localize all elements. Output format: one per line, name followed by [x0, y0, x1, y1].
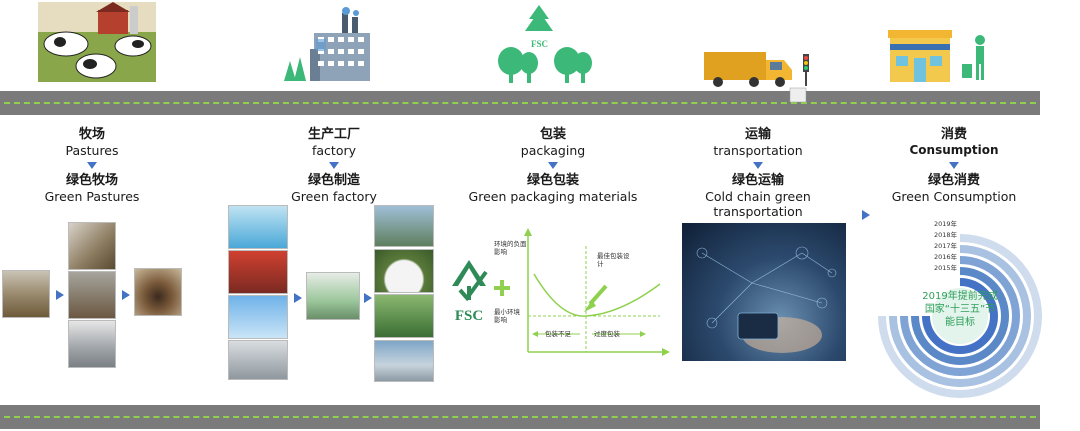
down-arrow	[87, 162, 97, 169]
ring-year-2019: 2019年	[934, 220, 958, 228]
truck-icon	[704, 52, 809, 103]
stage-consumption: 消费 Consumption 绿色消费 Green Consumption	[864, 127, 1044, 204]
ring-year-2018: 2018年	[934, 231, 958, 239]
shop-house-icon	[888, 30, 985, 82]
factory-photo-treatment	[374, 294, 434, 338]
stage-title-en: factory	[311, 143, 357, 158]
right-arrow	[122, 290, 130, 300]
bottom-road	[0, 405, 1040, 429]
stage-title-en: transportation	[713, 143, 803, 158]
down-arrow	[548, 162, 558, 169]
ring-year-labels: 2019年 2018年 2017年 2016年 2015年	[934, 220, 964, 275]
stage-green-en: Green packaging materials	[468, 189, 638, 204]
plus-icon	[494, 280, 510, 296]
ring-year-2016: 2016年	[934, 253, 958, 261]
stage-title-zh: 生产工厂	[307, 127, 360, 142]
factory-photo-boiler	[228, 250, 288, 294]
stage-title-zh: 牧场	[78, 127, 105, 142]
factory-photo-machine	[228, 340, 288, 380]
stage-pastures: 牧场 Pastures 绿色牧场 Green Pastures	[0, 127, 192, 204]
network-icons-overlay	[696, 246, 837, 353]
factory-photo-water	[228, 205, 288, 249]
factory-photo-plant	[374, 205, 434, 247]
stage-title-en: Consumption	[909, 143, 999, 157]
pasture-photo-field	[68, 271, 116, 319]
stage-green-en: Cold chain green transportation	[705, 189, 811, 219]
optimal-design-label: 最佳包装设计	[597, 252, 630, 268]
stage-green-zh: 绿色运输	[731, 173, 784, 188]
under-packaging-label: 包装不足	[545, 330, 571, 338]
stage-title-en: Pastures	[65, 143, 119, 158]
pasture-photo-barn	[2, 270, 50, 318]
svg-text:FSC: FSC	[531, 39, 548, 49]
down-arrow	[329, 162, 339, 169]
down-arrow	[753, 162, 763, 169]
ring-center-text: 2019年提前完成国家“十三五”节能目标	[922, 291, 998, 328]
road-dash	[4, 416, 1036, 418]
stage-green-zh: 绿色牧场	[65, 173, 118, 188]
fsc-logo: FSC	[446, 258, 492, 324]
stage-title-zh: 运输	[744, 127, 771, 142]
factory-photo-line	[306, 272, 360, 320]
ring-year-2017: 2017年	[934, 242, 958, 250]
fsc-tree-icon: FSC	[498, 5, 592, 83]
right-arrow	[294, 293, 302, 303]
right-arrow	[364, 293, 372, 303]
ring-year-2015: 2015年	[934, 264, 958, 272]
pasture-cow-icon	[38, 2, 156, 82]
stage-green-en: Green Pastures	[44, 189, 140, 204]
right-arrow	[56, 290, 64, 300]
min-impact-label: 最小环境影响	[494, 308, 520, 324]
stage-green-en: Green Consumption	[891, 189, 1017, 204]
factory-photo-wind	[228, 295, 288, 339]
y-axis-label: 环境的负面影响	[494, 240, 527, 256]
energy-target-rings	[878, 234, 1042, 398]
factory-icon	[284, 7, 370, 81]
cold-chain-digital-image	[682, 223, 846, 361]
road-dash	[4, 102, 1036, 104]
factory-photo-dome	[374, 249, 434, 293]
pasture-photo-cows	[134, 268, 182, 316]
stage-factory: 生产工厂 factory 绿色制造 Green factory	[234, 127, 434, 204]
over-packaging-label: 过度包装	[594, 330, 620, 338]
fsc-label: FSC	[454, 308, 484, 324]
stage-transportation: 运输 transportation 绿色运输 Cold chain green …	[668, 127, 848, 219]
top-road	[0, 91, 1040, 115]
right-arrow	[862, 210, 870, 220]
packaging-impact-curve	[524, 228, 670, 356]
stage-green-zh: 绿色包装	[526, 173, 579, 188]
factory-photo-warehouse	[374, 340, 434, 382]
stage-green-zh: 绿色制造	[307, 173, 360, 188]
stage-packaging: 包装 packaging 绿色包装 Green packaging materi…	[448, 127, 658, 204]
stage-title-zh: 消费	[940, 127, 967, 142]
stage-title-zh: 包装	[539, 127, 566, 142]
down-arrow	[949, 162, 959, 169]
stage-title-en: packaging	[520, 143, 586, 158]
stage-green-en: Green factory	[291, 189, 377, 204]
pasture-photo-stalls	[68, 222, 116, 270]
fsc-tree-checkmark-icon	[452, 260, 488, 302]
stage-green-zh: 绿色消费	[927, 173, 980, 188]
pasture-photo-tanks	[68, 320, 116, 368]
